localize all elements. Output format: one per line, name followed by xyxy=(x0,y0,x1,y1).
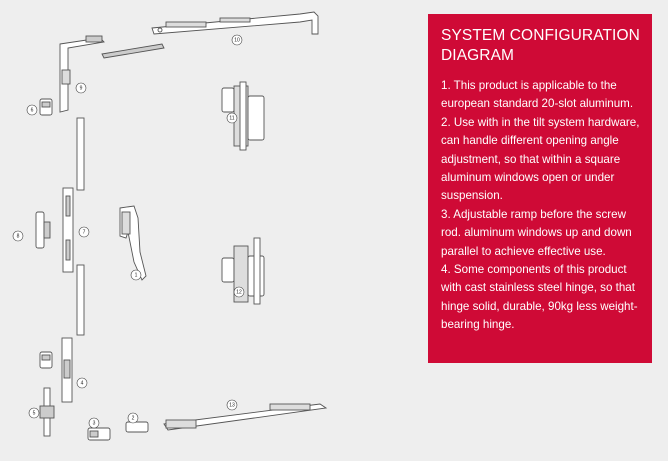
part-3-catch xyxy=(87,427,111,441)
panel-title: SYSTEM CONFIGURATION DIAGRAM xyxy=(441,27,640,64)
note-2: 2. Use with in the tilt system hardware,… xyxy=(441,115,640,203)
part-5-striker xyxy=(39,387,55,437)
part-7-drive-rods xyxy=(62,117,85,336)
note-4: 4. Some components of this product with … xyxy=(441,263,638,332)
part-2-catch xyxy=(125,421,149,433)
callout-13: 13 xyxy=(226,399,238,411)
callout-4: 4 xyxy=(76,377,88,389)
callout-label: 4 xyxy=(81,380,84,386)
note-3: 3. Adjustable ramp before the screw rod.… xyxy=(441,207,632,258)
callout-label: 3 xyxy=(93,420,96,426)
callout-label: 6 xyxy=(31,107,34,113)
callout-label: 7 xyxy=(83,229,86,235)
callout-7: 7 xyxy=(78,226,90,238)
part-13-stay xyxy=(163,403,328,431)
callout-label: 12 xyxy=(236,289,242,295)
panel-notes: 1. This product is applicable to the eur… xyxy=(441,77,640,335)
callout-12: 12 xyxy=(233,286,245,298)
callout-label: 13 xyxy=(229,402,235,408)
info-panel: SYSTEM CONFIGURATION DIAGRAM 1. This pro… xyxy=(428,14,652,363)
part-9-corner-drive xyxy=(59,35,105,113)
callout-9: 9 xyxy=(75,82,87,94)
callout-2: 2 xyxy=(127,412,139,424)
callout-6: 6 xyxy=(26,104,38,116)
part-6-block xyxy=(39,98,53,116)
callout-10: 10 xyxy=(231,34,243,46)
part-8-catch xyxy=(35,211,51,249)
callout-5: 5 xyxy=(28,407,40,419)
callout-3: 3 xyxy=(88,417,100,429)
part-10-stay-arm xyxy=(151,11,319,35)
callout-8: 8 xyxy=(12,230,24,242)
part-1-handle xyxy=(119,205,147,281)
callout-label: 5 xyxy=(33,410,36,416)
callout-label: 11 xyxy=(229,115,234,121)
callout-1: 1 xyxy=(130,269,142,281)
callout-label: 9 xyxy=(80,85,83,91)
part-11-hinge xyxy=(221,81,265,151)
callout-11: 11 xyxy=(226,112,238,124)
part-6b-block xyxy=(39,351,53,369)
callout-label: 2 xyxy=(132,415,135,421)
callout-label: 1 xyxy=(135,272,138,278)
callout-label: 10 xyxy=(234,37,240,43)
note-1: 1. This product is applicable to the eur… xyxy=(441,79,634,111)
part-4-drive xyxy=(61,337,73,403)
callout-label: 8 xyxy=(17,233,20,239)
part-top-arm xyxy=(101,43,165,59)
